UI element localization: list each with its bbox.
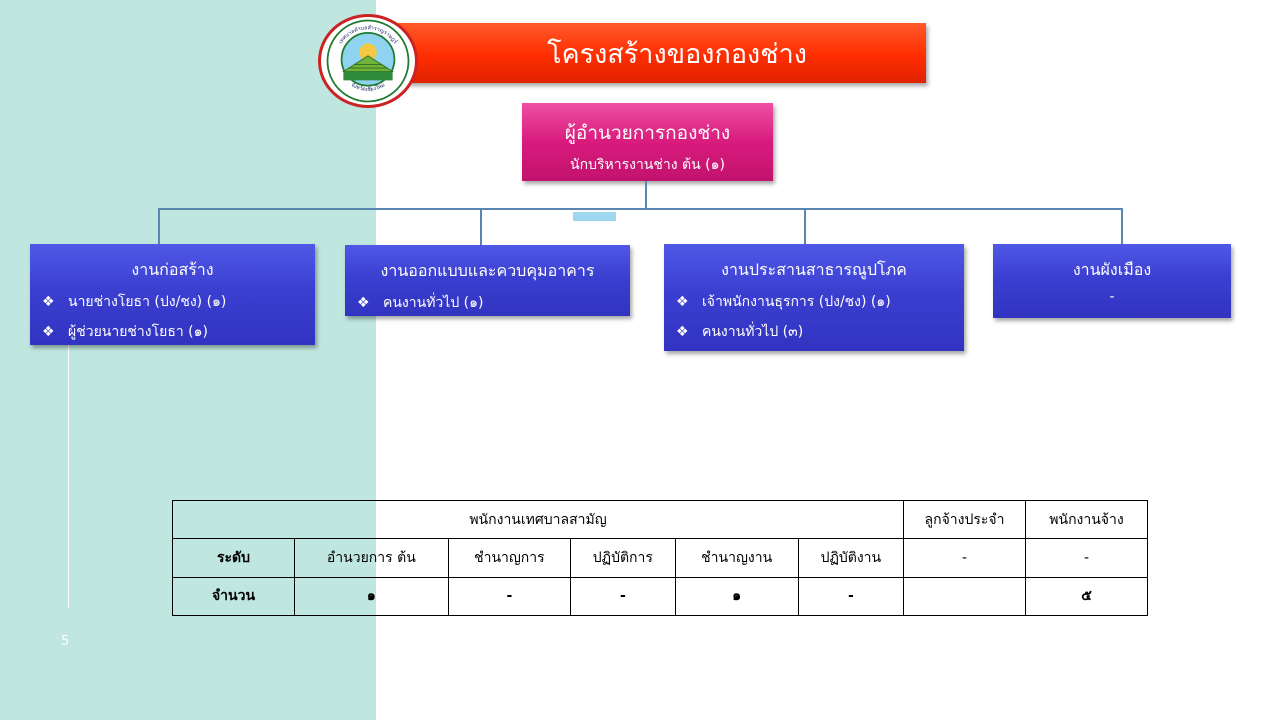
connector-drop-4 — [1121, 208, 1123, 245]
municipality-seal-logo: เทศบาลตำบลสำราญราษฎร์ จังหวัดเชียงใหม่ — [318, 14, 418, 108]
director-title: ผู้อำนวยการกองช่าง — [564, 122, 731, 144]
table-row: พนักงานเทศบาลสามัญ ลูกจ้างประจำ พนักงานจ… — [172, 499, 1148, 540]
table-cell: ปฏิบัติการ — [570, 538, 676, 578]
table-cell: - — [797, 576, 905, 617]
director-subtitle: นักบริหารงานช่าง ต้น (๑) — [570, 157, 725, 173]
table-cell: ๕ — [1025, 576, 1148, 617]
header-permanent-employee: ลูกจ้างประจำ — [903, 499, 1026, 540]
level-label: ระดับ — [172, 538, 295, 578]
connector-horizontal — [158, 208, 1123, 210]
table-cell: ๑ — [294, 576, 449, 617]
connector-drop-2 — [480, 208, 482, 246]
unit-city-planning: งานผังเมือง - — [993, 244, 1231, 318]
table-cell: - — [447, 576, 572, 617]
connector-drop-3 — [804, 208, 806, 245]
unit-public-utilities: งานประสานสาธารณูปโภค ❖เจ้าพนักงานธุรการ … — [664, 244, 964, 351]
diamond-bullet-icon: ❖ — [676, 294, 689, 310]
unit-item: ❖คนงานทั่วไป (๑) — [357, 295, 484, 311]
director-box: ผู้อำนวยการกองช่าง นักบริหารงานช่าง ต้น … — [522, 103, 773, 181]
unit-title: งานออกแบบและควบคุมอาคาร — [380, 261, 595, 280]
page-number: 5 — [61, 634, 70, 649]
table-row: ระดับ อำนวยการ ต้น ชำนาญการ ปฏิบัติการ ช… — [172, 538, 1148, 578]
diamond-bullet-icon: ❖ — [357, 295, 370, 311]
svg-text:จังหวัดเชียงใหม่: จังหวัดเชียงใหม่ — [350, 81, 386, 93]
unit-design-control: งานออกแบบและควบคุมอาคาร ❖คนงานทั่วไป (๑) — [345, 245, 630, 316]
unit-title: งานประสานสาธารณูปโภค — [721, 260, 907, 279]
diamond-bullet-icon: ❖ — [42, 324, 55, 340]
connector-marker — [573, 212, 616, 221]
unit-title: งานก่อสร้าง — [131, 260, 214, 279]
left-divider-line — [68, 345, 69, 608]
header-civil-servant: พนักงานเทศบาลสามัญ — [172, 499, 904, 540]
table-cell: ชำนาญการ — [447, 538, 572, 578]
unit-title: งานผังเมือง — [1072, 260, 1152, 279]
connector-drop-1 — [158, 208, 160, 245]
table-cell: อำนวยการ ต้น — [294, 538, 449, 578]
table-cell — [903, 576, 1026, 617]
unit-dash: - — [1109, 289, 1115, 305]
table-cell: ชำนาญงาน — [674, 538, 799, 578]
unit-item: ❖เจ้าพนักงานธุรการ (ปง/ชง) (๑) — [676, 294, 891, 310]
unit-item: ❖คนงานทั่วไป (๓) — [676, 324, 804, 340]
table-cell: ปฏิบัติงาน — [797, 538, 905, 578]
staff-count-table: พนักงานเทศบาลสามัญ ลูกจ้างประจำ พนักงานจ… — [172, 499, 1148, 617]
diamond-bullet-icon: ❖ — [42, 294, 55, 310]
table-cell: - — [1025, 538, 1148, 578]
connector-trunk — [645, 181, 647, 209]
table-cell: ๑ — [674, 576, 799, 617]
count-label: จำนวน — [172, 576, 295, 617]
unit-item: ❖ผู้ช่วยนายช่างโยธา (๑) — [42, 324, 208, 340]
table-cell: - — [903, 538, 1026, 578]
unit-construction: งานก่อสร้าง ❖นายช่างโยธา (ปง/ชง) (๑) ❖ผู… — [30, 244, 315, 345]
table-cell: - — [570, 576, 676, 617]
unit-item: ❖นายช่างโยธา (ปง/ชง) (๑) — [42, 294, 227, 310]
header-contract-employee: พนักงานจ้าง — [1025, 499, 1148, 540]
page-title: โครงสร้างของกองช่าง — [388, 23, 926, 83]
diamond-bullet-icon: ❖ — [676, 324, 689, 340]
table-row: จำนวน ๑ - - ๑ - ๕ — [172, 576, 1148, 617]
